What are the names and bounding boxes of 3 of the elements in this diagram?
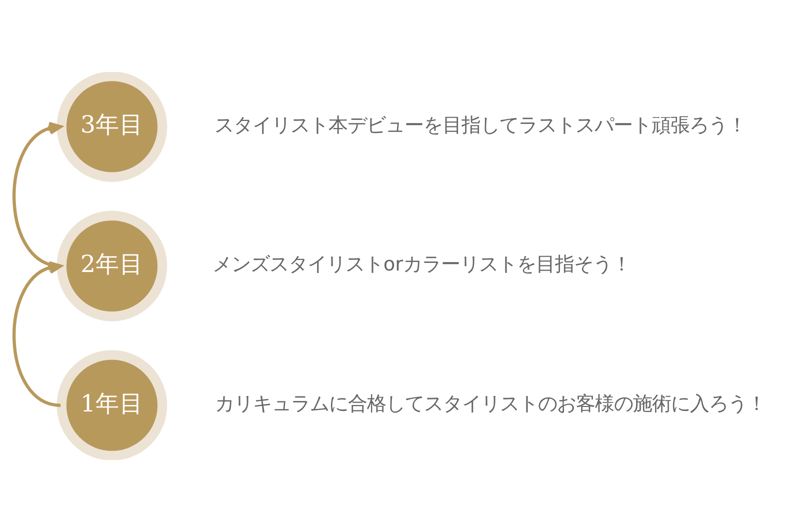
- node-label: メンズスタイリストorカラーリストを目指そう！: [212, 252, 631, 276]
- node-label: カリキュラムに合格してスタイリストのお客様の施術に入ろう！: [214, 392, 766, 416]
- node-label: スタイリスト本デビューを目指してラストスパート頑張ろう！: [214, 113, 746, 136]
